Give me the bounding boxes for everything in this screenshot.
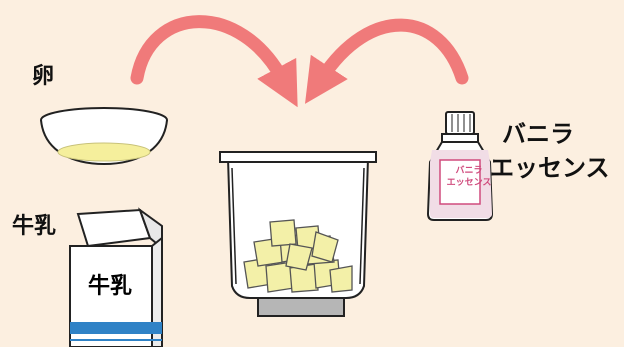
egg-label: 卵 [32, 64, 55, 89]
milk-carton-text: 牛乳 [88, 274, 133, 299]
vanilla-bottle-icon [426, 111, 494, 221]
butter-cubes-icon [243, 219, 353, 293]
egg-bowl-icon [40, 107, 168, 166]
milk-carton-icon [69, 207, 163, 347]
right-arrow-icon [304, 18, 469, 104]
bottle-label-line1: バニラ [455, 166, 483, 176]
left-arrow-icon [130, 15, 298, 108]
bottle-label-text: バニラ エッセンス [446, 166, 492, 189]
vanilla-label-line2: エッセンス [490, 154, 610, 182]
milk-label: 牛乳 [12, 214, 57, 239]
bottle-label-line2: エッセンス [446, 177, 492, 188]
vanilla-label-line1: バニラ [502, 120, 574, 148]
